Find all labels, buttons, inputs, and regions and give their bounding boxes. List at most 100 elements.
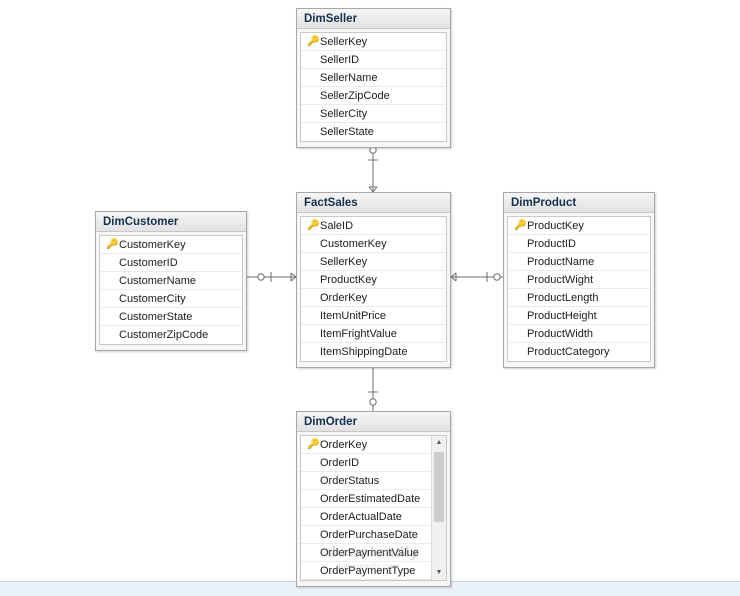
field-row[interactable]: OrderPaymentValue: [301, 544, 431, 562]
field-row[interactable]: ProductWight: [508, 271, 650, 289]
field-row[interactable]: SellerState: [301, 123, 446, 141]
field-row[interactable]: SellerCity: [301, 105, 446, 123]
key-icon: 🔑: [106, 238, 119, 250]
scroll-down-arrow-icon[interactable]: ▼: [432, 566, 446, 580]
field-label: OrderPaymentValue: [320, 546, 419, 559]
field-row[interactable]: SellerKey: [301, 253, 446, 271]
field-row[interactable]: OrderID: [301, 454, 431, 472]
field-row[interactable]: 🔑CustomerKey: [100, 236, 242, 254]
field-row[interactable]: OrderPurchaseDate: [301, 526, 431, 544]
field-label: ItemShippingDate: [320, 346, 408, 358]
field-list[interactable]: 🔑CustomerKey CustomerID CustomerName Cus…: [99, 235, 243, 345]
field-row[interactable]: CustomerName: [100, 272, 242, 290]
table-dimseller[interactable]: DimSeller 🔑SellerKey SellerID SellerName…: [296, 8, 451, 148]
field-row[interactable]: ProductHeight: [508, 307, 650, 325]
table-body: 🔑SellerKey SellerID SellerName SellerZip…: [297, 29, 450, 147]
field-label: SellerCity: [320, 107, 368, 120]
table-title: DimCustomer: [96, 212, 246, 232]
field-label: ProductID: [527, 237, 576, 250]
field-label: ItemUnitPrice: [320, 309, 387, 322]
field-label: SellerKey: [320, 255, 368, 268]
field-list[interactable]: 🔑ProductKey ProductID ProductName Produc…: [507, 216, 651, 362]
table-factsales[interactable]: FactSales 🔑SaleID CustomerKey SellerKey …: [296, 192, 451, 368]
field-row[interactable]: ProductLength: [508, 289, 650, 307]
field-row[interactable]: OrderEstimatedDate: [301, 490, 431, 508]
field-label: CustomerCity: [119, 292, 186, 305]
field-label: CustomerState: [119, 310, 193, 323]
field-label: ProductCategory: [527, 346, 610, 358]
field-label: ProductKey: [320, 273, 377, 286]
field-row[interactable]: SellerZipCode: [301, 87, 446, 105]
field-row[interactable]: CustomerZipCode: [100, 326, 242, 344]
table-title: DimOrder: [297, 412, 450, 432]
field-row[interactable]: CustomerState: [100, 308, 242, 326]
field-label: ProductWidth: [527, 327, 594, 340]
field-list[interactable]: 🔑SaleID CustomerKey SellerKey ProductKey…: [300, 216, 447, 362]
table-dimorder[interactable]: DimOrder 🔑OrderKey OrderID OrderStatus O…: [296, 411, 451, 587]
table-title: DimSeller: [297, 9, 450, 29]
field-row[interactable]: 🔑OrderKey: [301, 436, 431, 454]
key-icon: 🔑: [307, 35, 320, 47]
field-row[interactable]: 🔑SellerKey: [301, 33, 446, 51]
field-row[interactable]: SellerID: [301, 51, 446, 69]
field-row[interactable]: CustomerID: [100, 254, 242, 272]
field-label: ProductHeight: [527, 309, 597, 322]
field-list[interactable]: 🔑SellerKey SellerID SellerName SellerZip…: [300, 32, 447, 142]
field-label: SellerKey: [320, 35, 368, 48]
field-row[interactable]: ProductKey: [301, 271, 446, 289]
key-icon: 🔑: [514, 219, 527, 231]
field-label: OrderID: [320, 456, 360, 469]
field-label: SaleID: [320, 219, 354, 232]
field-label: OrderKey: [320, 438, 368, 451]
table-dimproduct[interactable]: DimProduct 🔑ProductKey ProductID Product…: [503, 192, 655, 368]
table-title: FactSales: [297, 193, 450, 213]
field-row[interactable]: ProductID: [508, 235, 650, 253]
key-icon: 🔑: [307, 219, 320, 231]
field-label: ProductName: [527, 255, 595, 268]
field-label: OrderActualDate: [320, 510, 402, 523]
field-label: CustomerID: [119, 256, 178, 269]
field-row[interactable]: CustomerKey: [301, 235, 446, 253]
table-body: 🔑ProductKey ProductID ProductName Produc…: [504, 213, 654, 367]
field-row[interactable]: 🔑SaleID: [301, 217, 446, 235]
field-label: SellerID: [320, 53, 360, 66]
field-label: OrderEstimatedDate: [320, 492, 421, 505]
table-dimcustomer[interactable]: DimCustomer 🔑CustomerKey CustomerID Cust…: [95, 211, 247, 351]
scroll-up-arrow-icon[interactable]: ▲: [432, 436, 446, 450]
field-label: ProductWight: [527, 273, 594, 286]
field-label: CustomerName: [119, 274, 197, 287]
table-body: 🔑CustomerKey CustomerID CustomerName Cus…: [96, 232, 246, 350]
scrollbar-thumb[interactable]: [434, 452, 444, 522]
table-body: 🔑OrderKey OrderID OrderStatus OrderEstim…: [297, 432, 450, 586]
field-row[interactable]: OrderStatus: [301, 472, 431, 490]
field-row[interactable]: OrderPaymentType: [301, 562, 431, 580]
field-row[interactable]: ProductWidth: [508, 325, 650, 343]
key-icon: 🔑: [307, 438, 320, 450]
field-label: SellerName: [320, 71, 378, 84]
field-row[interactable]: ItemUnitPrice: [301, 307, 446, 325]
field-label: OrderKey: [320, 291, 368, 304]
field-label: ProductLength: [527, 291, 599, 304]
field-row[interactable]: ProductName: [508, 253, 650, 271]
field-label: CustomerKey: [119, 238, 186, 251]
field-row[interactable]: 🔑ProductKey: [508, 217, 650, 235]
field-row[interactable]: OrderKey: [301, 289, 446, 307]
field-row[interactable]: ItemShippingDate: [301, 343, 446, 361]
table-body: 🔑SaleID CustomerKey SellerKey ProductKey…: [297, 213, 450, 367]
field-label: OrderPaymentType: [320, 564, 416, 577]
field-row[interactable]: ItemFrightValue: [301, 325, 446, 343]
field-label: CustomerZipCode: [119, 329, 209, 341]
field-row[interactable]: SellerName: [301, 69, 446, 87]
table-title: DimProduct: [504, 193, 654, 213]
field-list[interactable]: 🔑OrderKey OrderID OrderStatus OrderEstim…: [300, 435, 447, 581]
field-row[interactable]: ProductCategory: [508, 343, 650, 361]
field-label: OrderPurchaseDate: [320, 528, 418, 541]
field-label: ItemFrightValue: [320, 327, 397, 340]
field-label: OrderStatus: [320, 474, 380, 487]
field-row[interactable]: CustomerCity: [100, 290, 242, 308]
field-row[interactable]: OrderActualDate: [301, 508, 431, 526]
field-label: SellerState: [320, 126, 374, 138]
vertical-scrollbar[interactable]: ▲ ▼: [431, 436, 446, 580]
field-label: SellerZipCode: [320, 89, 390, 102]
